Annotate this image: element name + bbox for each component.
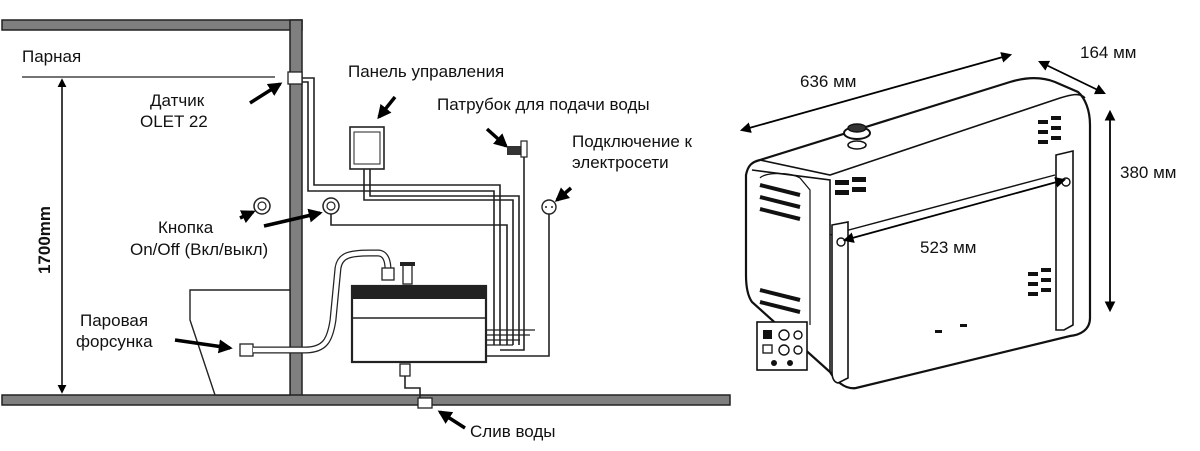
power-label-line2: электросети: [572, 153, 669, 172]
drain-label: Слив воды: [470, 422, 556, 441]
button-label-line2: On/Off (Вкл/выкл): [130, 240, 268, 259]
ceiling: [1, 19, 303, 31]
sensor-cable: [302, 77, 501, 345]
generator-dimensions: 636 мм 164 мм 380 мм 523 мм: [739, 43, 1176, 390]
room-label: Парная: [22, 47, 81, 66]
panel-arrow: [377, 95, 397, 120]
sensor-label-line2: OLET 22: [140, 112, 208, 131]
panel-label: Панель управления: [348, 62, 504, 81]
mount-dimension-line: [842, 177, 1067, 243]
onoff-button-outside-icon: [322, 197, 340, 215]
control-panel-icon: [349, 126, 385, 170]
power-cable: [487, 214, 550, 357]
onoff-button-inside-icon: [253, 197, 271, 215]
sensor-label-line1: Датчик: [150, 91, 205, 110]
drain-pipe: [404, 376, 421, 398]
button-label-line1: Кнопка: [158, 218, 214, 237]
depth-label: 164 мм: [1080, 43, 1136, 62]
height-label: 1700mm: [35, 206, 54, 274]
steam-hose: [253, 250, 391, 353]
water-pipe: [500, 157, 525, 351]
water-inlet-arrow: [485, 127, 509, 148]
water-valve-icon: [507, 146, 527, 155]
steam-nozzle-icon: [239, 343, 254, 357]
button-arrow-2: [263, 208, 323, 228]
water-inlet-label: Патрубок для подачи воды: [437, 95, 650, 114]
power-label-line1: Подключение к: [572, 132, 693, 151]
nozzle-label-line1: Паровая: [80, 311, 148, 330]
drain-arrow: [437, 410, 466, 430]
panel-cable: [363, 169, 514, 345]
drain-valve-icon: [399, 363, 411, 377]
nozzle-arrow: [174, 338, 233, 354]
mount-label: 523 мм: [920, 238, 976, 257]
button-cable: [330, 214, 508, 345]
floor: [1, 394, 731, 406]
power-arrow: [554, 186, 573, 202]
power-socket-icon: [541, 199, 557, 215]
sauna-bench: [189, 289, 291, 396]
connector-ports: [762, 329, 803, 366]
mount-bracket-left: [831, 221, 849, 384]
depth-dimension-line: [1038, 60, 1106, 95]
installation-scheme: 1700mm Парная Датчик OLET 22 Панель упра…: [1, 19, 731, 441]
height-right-label: 380 мм: [1120, 163, 1176, 182]
front-vents: [759, 183, 801, 314]
sensor-icon: [287, 71, 303, 85]
nozzle-label-line2: форсунка: [76, 332, 153, 351]
length-dimension-line: [739, 52, 1013, 133]
sensor-cable-inner: [302, 81, 495, 345]
sensor-arrow: [249, 82, 283, 105]
button-arrow-1: [239, 210, 256, 224]
panel-cable-2: [369, 169, 520, 345]
length-label: 636 мм: [800, 72, 856, 91]
